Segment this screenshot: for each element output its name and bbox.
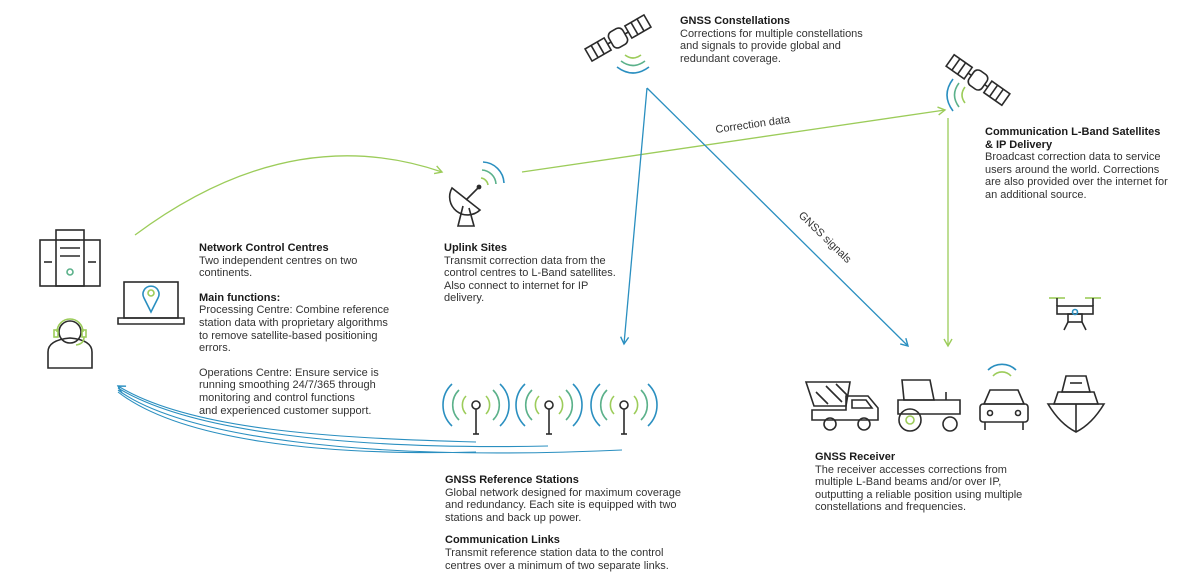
ncc-operations-line: running smoothing 24/7/365 through: [199, 379, 376, 392]
ncc-processing-line: Processing Centre: Combine reference: [199, 304, 390, 317]
reference-line: Global network designed for maximum cove…: [445, 486, 682, 499]
ncc-line: continents.: [199, 267, 253, 280]
l-band-line: an additional source.: [985, 188, 1087, 201]
l-band-text: Communication L-Band Satellites & IP Del…: [985, 126, 1195, 202]
ncc-title: Network Control Centres: [199, 242, 329, 254]
reference-title: GNSS Reference Stations: [445, 474, 579, 486]
ncc-processing-line: errors.: [199, 342, 231, 355]
reference-station-icon: [515, 383, 583, 435]
reference-stations-text: GNSS Reference Stations Global network d…: [445, 474, 695, 572]
correction-data-label: Correction data: [715, 113, 792, 135]
car-icon: [979, 363, 1029, 430]
laptop-location-icon: [117, 281, 185, 325]
gnss-constellations-text: GNSS Constellations Corrections for mult…: [680, 15, 880, 65]
gnss-signals-arrow: [646, 87, 910, 347]
uplink-title: Uplink Sites: [444, 242, 507, 254]
ncc-to-uplink-arrow: [134, 155, 444, 236]
links-line: Transmit reference station data to the c…: [445, 546, 664, 559]
links-line: centres over a minimum of two separate l…: [445, 559, 669, 572]
drone-icon: [1049, 297, 1101, 331]
links-title: Communication Links: [445, 534, 560, 547]
uplink-line: delivery.: [444, 292, 485, 305]
comm-satellite-icon: [945, 53, 1011, 112]
ncc-operations-line: monitoring and control functions: [199, 391, 355, 404]
ncc-line: Two independent centres on two: [199, 254, 358, 267]
server-rack-icon: [39, 229, 101, 287]
gnss-to-reference-arrow: [620, 87, 648, 346]
ncc-processing-line: to remove satellite-based positioning: [199, 329, 378, 342]
reference-line: and redundancy. Each site is equipped wi…: [445, 499, 677, 512]
l-band-line: users around the world. Corrections: [985, 163, 1160, 176]
ncc-operations-line: Operations Centre: Ensure service is: [199, 366, 379, 379]
receiver-line: constellations and frequencies.: [815, 501, 967, 514]
receiver-line: outputting a reliable position using mul…: [815, 488, 1023, 501]
uplink-line: Also connect to internet for IP: [444, 279, 589, 292]
receiver-line: The receiver accesses corrections from: [815, 463, 1007, 476]
reference-station-icon: [590, 383, 658, 435]
correction-data-arrow: [521, 106, 947, 173]
l-band-line: are also provided over the internet for: [985, 176, 1168, 189]
receiver-title: GNSS Receiver: [815, 451, 896, 463]
gnss-constellations-title: GNSS Constellations: [680, 15, 791, 27]
dump-truck-icon: [804, 381, 879, 431]
ship-icon: [1046, 375, 1106, 433]
receiver-line: multiple L-Band beams and/or over IP,: [815, 476, 1002, 489]
operator-headset-icon: [47, 318, 93, 369]
gnss-constellations-line: redundant coverage.: [680, 52, 781, 65]
ncc-functions-title: Main functions:: [199, 291, 281, 304]
satellite-dish-icon: [448, 161, 505, 227]
reference-station-icon: [442, 383, 510, 435]
ncc-text: Network Control Centres Two independent …: [199, 242, 409, 417]
ncc-operations-line: and experienced customer support.: [199, 404, 372, 417]
tractor-icon: [897, 379, 961, 432]
reference-line: stations and back up power.: [445, 511, 582, 524]
l-band-title: Communication L-Band Satellites: [985, 126, 1161, 138]
l-band-line: Broadcast correction data to service: [985, 151, 1161, 164]
satellite-icon: [583, 13, 653, 74]
receiver-text: GNSS Receiver The receiver accesses corr…: [815, 451, 1055, 514]
uplink-text: Uplink Sites Transmit correction data fr…: [444, 242, 634, 305]
gnss-constellations-line: Corrections for multiple constellations: [680, 27, 863, 40]
communication-links-arrows: [116, 385, 623, 454]
l-band-title: & IP Delivery: [985, 138, 1053, 151]
ncc-processing-line: station data with proprietary algorithms: [199, 316, 388, 329]
uplink-line: Transmit correction data from the: [444, 254, 606, 267]
uplink-line: control centres to L-Band satellites.: [444, 267, 616, 280]
gnss-signals-label: GNSS signals: [796, 210, 854, 267]
gnss-constellations-line: and signals to provide global and: [680, 40, 841, 53]
